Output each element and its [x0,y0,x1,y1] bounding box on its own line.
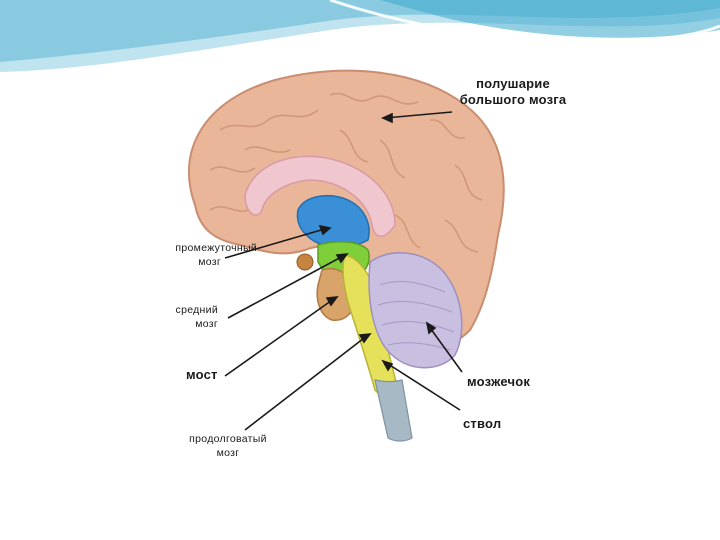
label-cerebellum: мозжечок [467,374,530,389]
label-hemisphere-line1: полушарие [448,76,578,92]
label-medulla-line2: мозг [178,446,278,460]
label-pons: мост [186,367,218,382]
label-stem: ствол [463,416,501,431]
label-diencephalon-line1: промежуточный [140,241,257,255]
label-diencephalon: промежуточный мозг [140,241,257,269]
pituitary [297,254,313,270]
pointer-pons [225,298,335,376]
label-medulla: продолговатый мозг [178,432,278,460]
label-midbrain-line1: средний [150,303,218,317]
label-medulla-line1: продолговатый [178,432,278,446]
label-hemisphere-line2: большого мозга [448,92,578,108]
label-midbrain-line2: мозг [150,317,218,331]
label-diencephalon-line2: мозг [140,255,257,269]
label-hemisphere: полушарие большого мозга [448,76,578,108]
label-midbrain: средний мозг [150,303,218,331]
spinal-stem [375,380,412,441]
